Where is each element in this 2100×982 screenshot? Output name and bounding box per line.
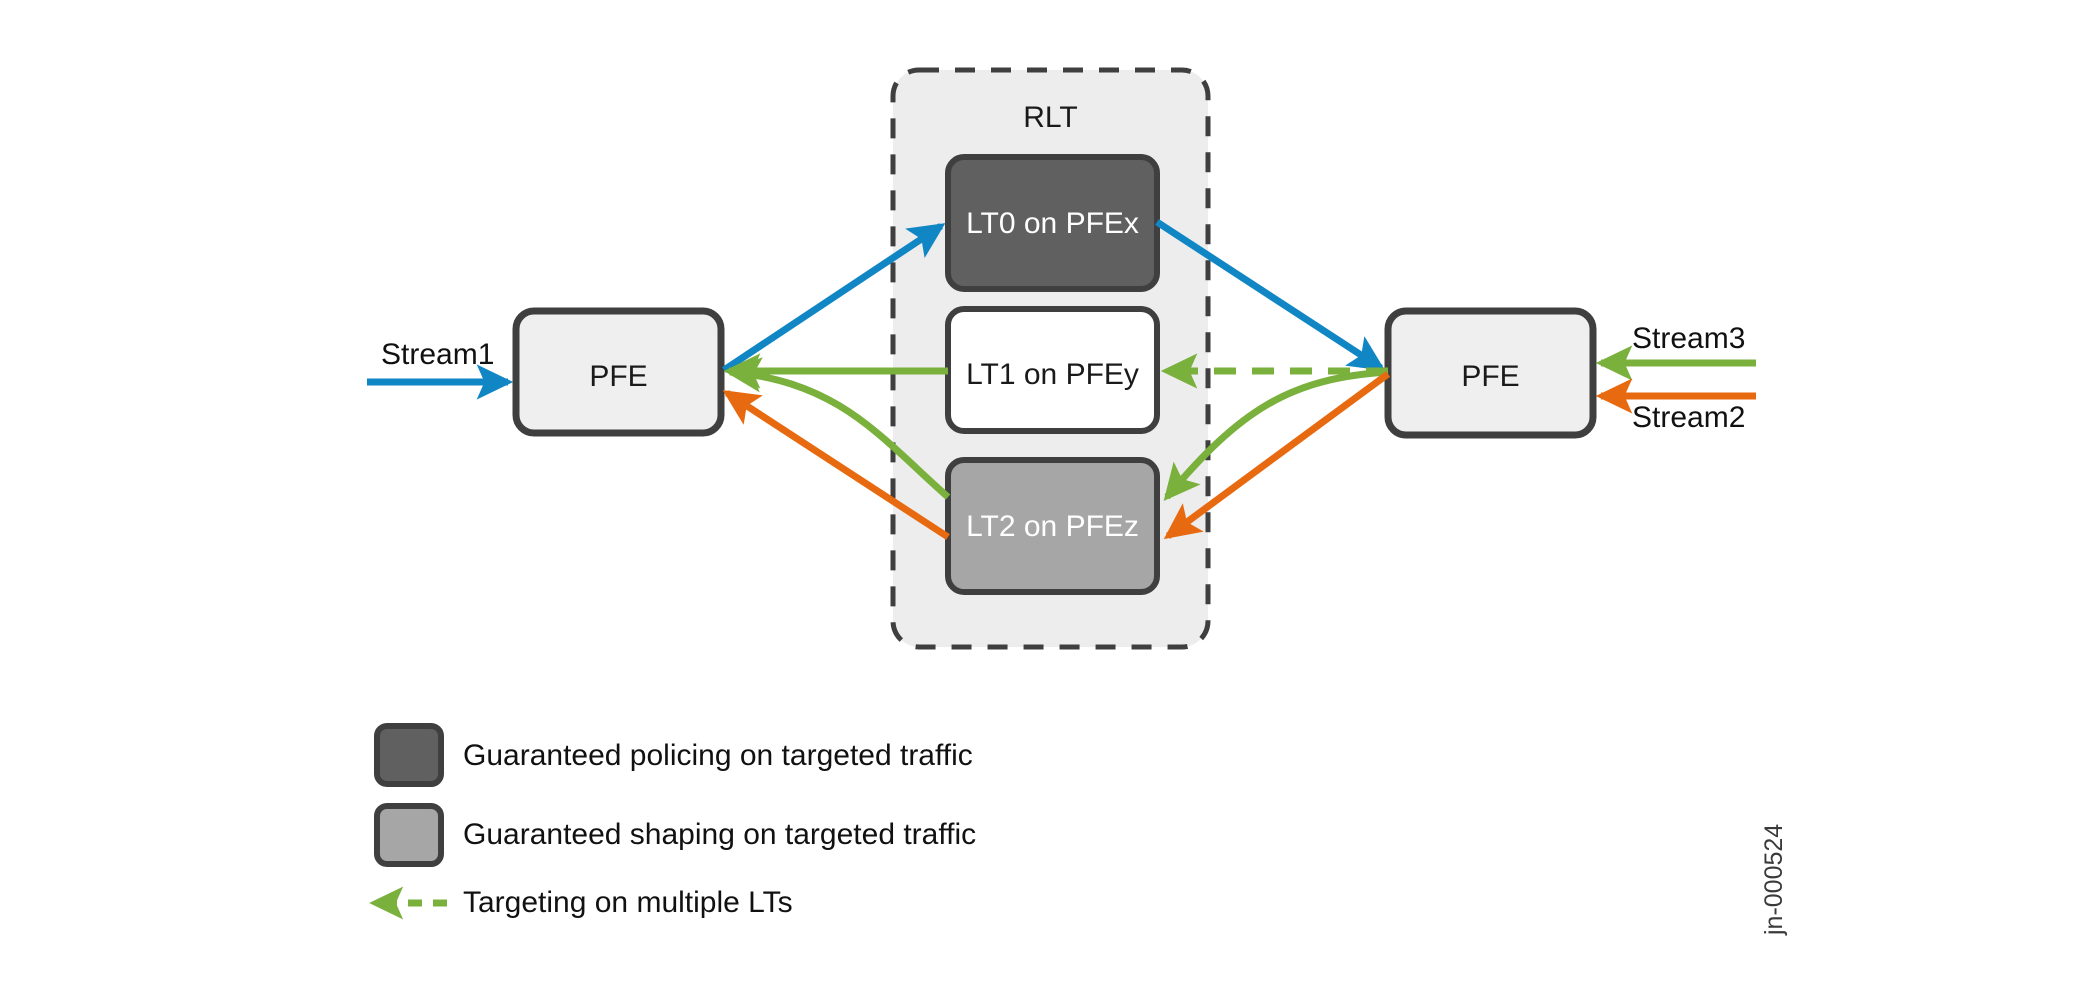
lt2-box[interactable] <box>945 457 1160 595</box>
legend-label-multi-lt: Targeting on multiple LTs <box>463 886 793 919</box>
lt0-label: LT0 on PFEx <box>966 207 1139 240</box>
stream1-label: Stream1 <box>381 338 495 371</box>
legend-label-policing: Guaranteed policing on targeted traffic <box>463 739 973 772</box>
lt1-label: LT1 on PFEy <box>966 358 1139 391</box>
lt2-label: LT2 on PFEz <box>966 510 1139 543</box>
orange-arrow-lt2-to-pfe <box>722 390 950 540</box>
orange-arrow-pfe-to-lt2 <box>1163 371 1391 540</box>
green-curve-pfe-to-lt2 <box>1163 368 1389 502</box>
blue-arrow-lt0-to-pfe <box>1155 219 1386 371</box>
blue-arrow-pfe-to-lt0 <box>722 223 946 373</box>
pfe-left-label: PFE <box>589 360 648 393</box>
pfe-right-label: PFE <box>1461 360 1520 393</box>
stream2-label: Stream2 <box>1632 401 1746 434</box>
pfe-left-box[interactable] <box>512 307 725 437</box>
legend-label-shaping: Guaranteed shaping on targeted traffic <box>463 818 977 851</box>
stream3-label: Stream3 <box>1632 322 1746 355</box>
green-curve-lt2-to-pfe <box>724 357 951 500</box>
legend-swatch-shaping <box>374 803 444 867</box>
figure-id-watermark: jn-000524 <box>1760 823 1788 935</box>
rlt-title: RLT <box>1023 101 1078 134</box>
legend-swatch-policing <box>374 723 444 787</box>
